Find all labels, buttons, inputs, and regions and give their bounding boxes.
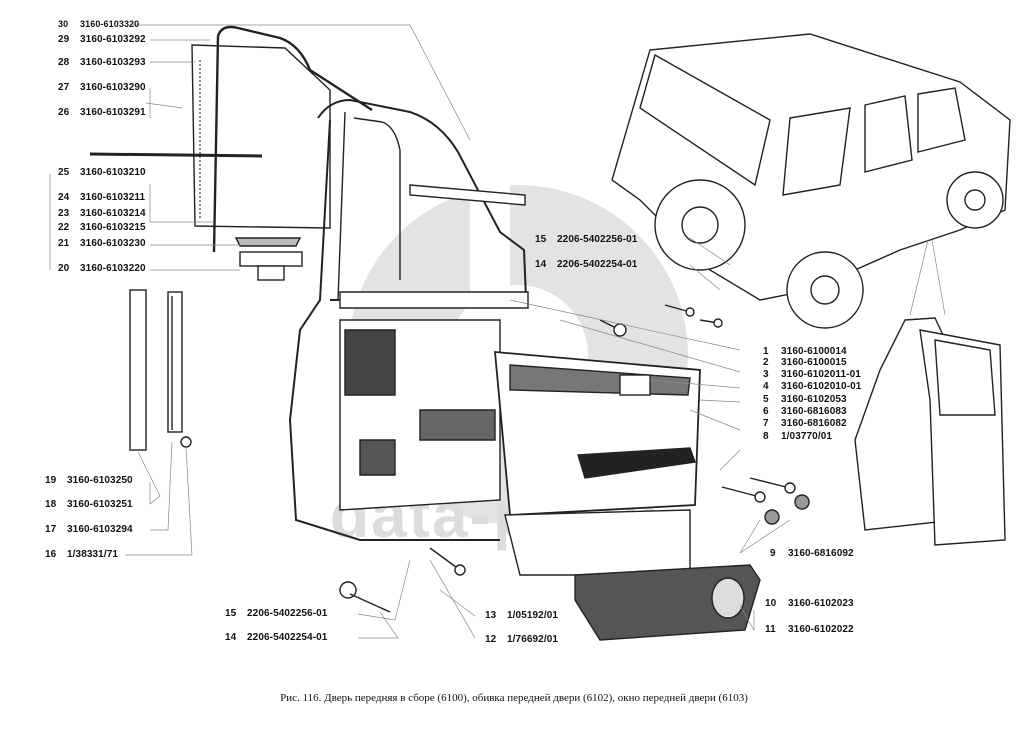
- inner-door-panel: [339, 319, 501, 511]
- window-glass: [191, 44, 331, 229]
- vehicle-illustration: [611, 33, 1011, 329]
- leader-lines: [49, 24, 946, 639]
- glass-run-channel: [212, 25, 373, 253]
- lifter-plate: [234, 237, 302, 247]
- armrest-pocket: [574, 564, 761, 641]
- fasteners: [339, 304, 810, 613]
- speaker-grille: [711, 577, 745, 619]
- door-frame: [288, 98, 529, 541]
- belt-molding: [89, 152, 263, 158]
- lifter-bracket: [239, 251, 303, 267]
- guide-rails: [129, 289, 192, 451]
- open-doors-view: [854, 317, 1006, 546]
- door-top-rail: [409, 184, 526, 206]
- figure-caption: Рис. 116. Дверь передняя в сборе (6100),…: [280, 692, 748, 704]
- lifter-mount: [257, 265, 285, 281]
- door-trim-panel: [494, 351, 701, 576]
